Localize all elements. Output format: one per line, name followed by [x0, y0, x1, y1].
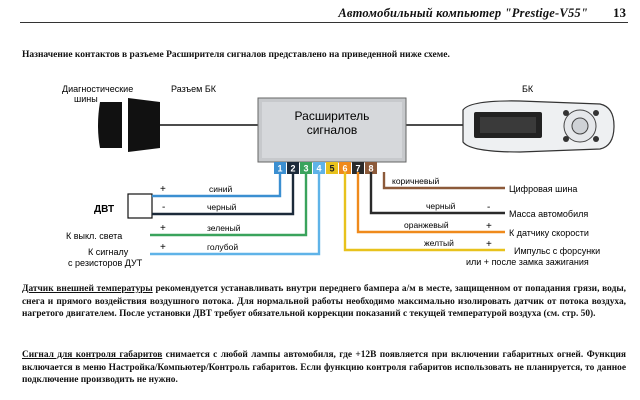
- diagnostic-connector: [98, 98, 160, 152]
- paragraph2-lead: Сигнал для контроля габаритов: [22, 350, 163, 360]
- wire-black-left: [152, 172, 295, 216]
- wire-label-brown: коричневый: [392, 176, 439, 186]
- wire-label-black-left: черный: [207, 202, 237, 212]
- pin-number-5: 5: [329, 164, 334, 174]
- vehicle-ground-label: Масса автомобиля: [509, 209, 588, 219]
- wire-label-yellow: желтый: [424, 238, 454, 248]
- pin-1: [274, 162, 286, 174]
- diag-bus-label-1: Диагностические: [62, 84, 133, 94]
- light-off-label: К выкл. света: [66, 231, 122, 241]
- pin-3: [300, 162, 312, 174]
- paragraph1-lead: Датчик внешней температуры: [22, 284, 153, 294]
- dimensions-label-1: К сигналу: [88, 247, 129, 257]
- wire-label-black-right: черный: [426, 201, 456, 211]
- wire-light-blue: [150, 172, 321, 256]
- sign-plus-injector: +: [486, 239, 492, 250]
- pin-number-3: 3: [303, 164, 308, 174]
- expander-label-1: Расширитель: [295, 109, 370, 123]
- pin-6: [339, 162, 351, 174]
- injector-label-1: Импульс с форсунки: [514, 246, 600, 256]
- bk-connector-label: Разъем БК: [171, 84, 217, 94]
- page-number: 13: [613, 5, 626, 20]
- dimensions-label-2: с резисторов ДУТ: [68, 258, 143, 268]
- sign-plus-light-blue: +: [160, 242, 166, 253]
- digital-bus-label: Цифровая шина: [509, 184, 577, 194]
- sign-plus-blue: +: [160, 184, 166, 195]
- sign-minus-black: -: [162, 202, 165, 213]
- sign-plus-green: +: [160, 223, 166, 234]
- pin-7: [352, 162, 364, 174]
- pin-number-6: 6: [342, 164, 347, 174]
- pin-number-4: 4: [316, 164, 321, 174]
- bk-device: [462, 100, 615, 153]
- wire-orange: [356, 172, 505, 234]
- pin-8: [365, 162, 377, 174]
- speed-sensor-label: К датчику скорости: [509, 228, 589, 238]
- wire-label-light-blue: голубой: [207, 242, 238, 252]
- intro-text: Назначение контактов в разъеме Расширите…: [22, 50, 450, 60]
- paragraph2-text: снимается с любой лампы автомобиля, где …: [22, 350, 626, 386]
- expander-label-2: сигналов: [307, 123, 358, 137]
- pin-5: [326, 162, 338, 174]
- sign-plus-speed: +: [486, 221, 492, 232]
- page-header: Автомобильный компьютер "Prestige-V55" 1…: [0, 0, 640, 24]
- diag-bus-label-2: шины: [74, 94, 98, 104]
- wire-label-blue: синий: [209, 184, 232, 194]
- paragraph-dimensions-signal: Сигнал для контроля габаритов снимается …: [22, 349, 626, 387]
- wire-brown: [382, 172, 505, 190]
- pin-2: [287, 162, 299, 174]
- wire-black-right: [369, 172, 505, 215]
- injector-label-2: или + после замка зажигания: [466, 257, 589, 267]
- pin-number-2: 2: [290, 164, 295, 174]
- dvt-sensor: [127, 193, 153, 219]
- pin-4: [313, 162, 325, 174]
- header-rule: [20, 22, 628, 23]
- wire-label-orange: оранжевый: [404, 220, 449, 230]
- wire-label-green: зеленый: [207, 223, 241, 233]
- dvt-label: ДВТ: [94, 204, 114, 215]
- wire-green: [150, 172, 308, 237]
- wire-yellow: [343, 172, 505, 252]
- pin-number-7: 7: [355, 164, 360, 174]
- paragraph1-text: рекомендуется устанавливать внутри перед…: [22, 284, 626, 320]
- bk-label: БК: [522, 84, 534, 94]
- sign-minus-ground: -: [487, 202, 490, 213]
- paragraph-temperature-sensor: Датчик внешней температуры рекомендуется…: [22, 283, 626, 321]
- pin-number-8: 8: [368, 164, 373, 174]
- wire-blue: [152, 172, 282, 198]
- pin-number-1: 1: [277, 164, 282, 174]
- wiring-diagram: Диагностические шины Разъем БК Расширите…: [62, 84, 615, 268]
- header-title: Автомобильный компьютер "Prestige-V55": [338, 6, 588, 20]
